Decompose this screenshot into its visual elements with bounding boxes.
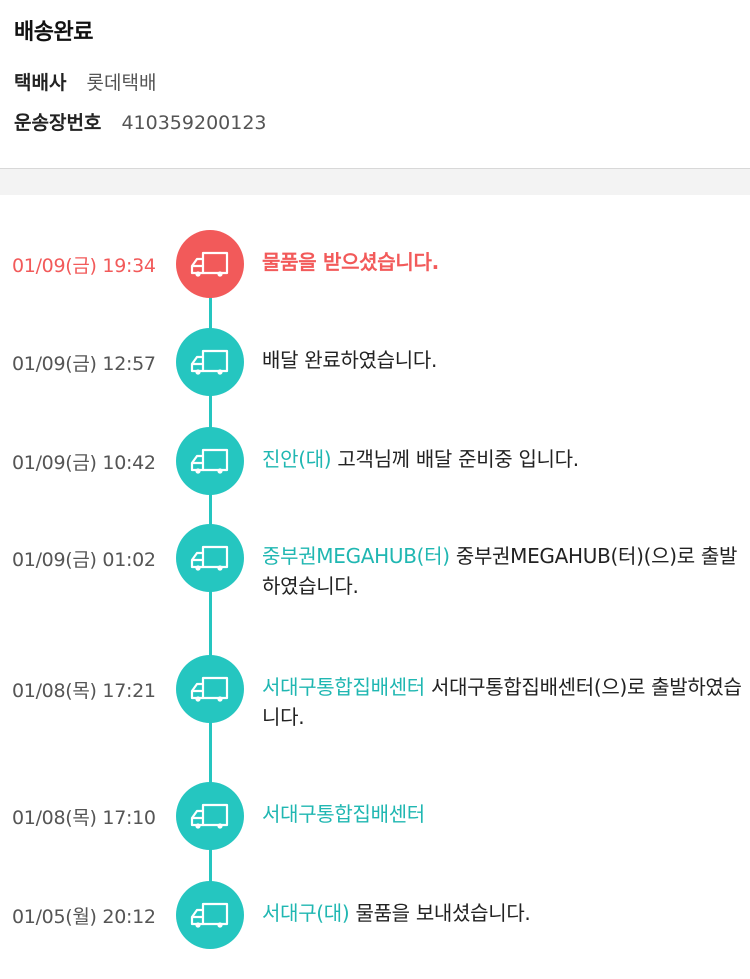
- truck-icon: [188, 444, 232, 478]
- event-message: 서대구통합집배센터: [262, 799, 744, 829]
- tracking-number-row: 운송장번호 410359200123: [14, 108, 267, 135]
- event-location: 진안(대): [262, 447, 332, 471]
- event-location: 서대구통합집배센터: [262, 802, 425, 826]
- event-time: 01/05(월) 20:12: [12, 906, 156, 928]
- truck-icon: [188, 799, 232, 833]
- courier-row: 택배사 롯데택배: [14, 68, 156, 95]
- event-message: 중부권MEGAHUB(터) 중부권MEGAHUB(터)(으)로 출발하였습니다.: [262, 541, 744, 601]
- event-status-marker: [176, 655, 244, 723]
- courier-label: 택배사: [14, 72, 67, 94]
- event-time: 01/08(목) 17:21: [12, 680, 156, 702]
- event-description: 고객님께 배달 준비중 입니다.: [337, 447, 579, 471]
- delivery-summary: 배송완료 택배사 롯데택배 운송장번호 410359200123: [0, 0, 750, 169]
- section-divider: [0, 169, 750, 195]
- truck-icon: [188, 898, 232, 932]
- event-description: 중부권MEGAHUB(터)(으)로 출발하였습니다.: [262, 544, 738, 598]
- event-status-marker: [176, 881, 244, 949]
- truck-icon: [188, 672, 232, 706]
- event-status-marker: [176, 782, 244, 850]
- event-description: 서대구통합집배센터(으)로 출발하였습니다.: [262, 675, 742, 729]
- tracking-number-label: 운송장번호: [14, 112, 102, 134]
- event-description: 물품을 보내셨습니다.: [355, 901, 531, 925]
- event-description: 물품을 받으셨습니다.: [262, 250, 439, 274]
- event-message: 서대구(대) 물품을 보내셨습니다.: [262, 898, 744, 928]
- tracking-number-value: 410359200123: [121, 112, 267, 134]
- event-time: 01/09(금) 10:42: [12, 452, 156, 474]
- event-time: 01/08(목) 17:10: [12, 807, 156, 829]
- event-description: 배달 완료하였습니다.: [262, 348, 438, 372]
- event-location: 서대구통합집배센터: [262, 675, 425, 699]
- tracking-timeline: 01/09(금) 19:34 물품을 받으셨습니다. 01/09(금) 12:57 배…: [0, 195, 750, 979]
- truck-icon: [188, 541, 232, 575]
- truck-icon: [188, 345, 232, 379]
- event-time: 01/09(금) 12:57: [12, 353, 156, 375]
- event-location: 중부권MEGAHUB(터): [262, 544, 450, 568]
- event-status-marker: [176, 524, 244, 592]
- truck-icon: [188, 247, 232, 281]
- courier-value: 롯데택배: [86, 72, 157, 94]
- event-message: 물품을 받으셨습니다.: [262, 247, 744, 277]
- event-message: 진안(대) 고객님께 배달 준비중 입니다.: [262, 444, 744, 474]
- event-status-marker: [176, 328, 244, 396]
- event-time: 01/09(금) 01:02: [12, 549, 156, 571]
- delivery-status-title: 배송완료: [14, 20, 93, 45]
- event-message: 서대구통합집배센터 서대구통합집배센터(으)로 출발하였습니다.: [262, 672, 744, 732]
- event-status-marker: [176, 230, 244, 298]
- event-location: 서대구(대): [262, 901, 350, 925]
- event-time: 01/09(금) 19:34: [12, 255, 156, 277]
- event-message: 배달 완료하였습니다.: [262, 345, 744, 375]
- event-status-marker: [176, 427, 244, 495]
